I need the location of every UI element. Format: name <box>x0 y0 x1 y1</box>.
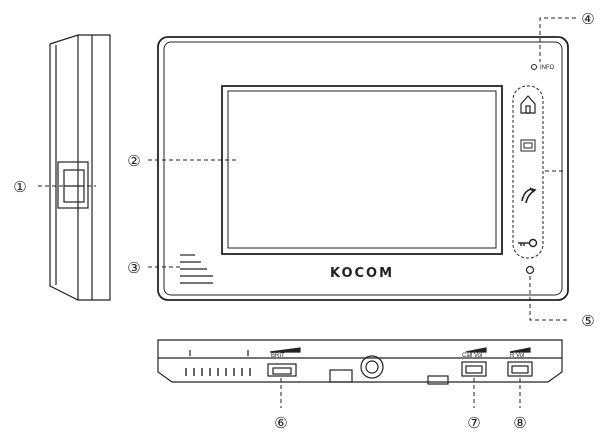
button-panel <box>512 85 544 259</box>
callout-7: ⑦ <box>467 414 480 432</box>
bottom-view <box>157 339 563 385</box>
info-led <box>531 64 537 70</box>
r-vol-label: R Vol <box>510 353 524 359</box>
callout-5: ⑤ <box>581 312 594 330</box>
speaker-grille <box>180 254 213 284</box>
ring-volume-wheel[interactable] <box>507 361 533 377</box>
key-icon[interactable] <box>518 238 538 248</box>
brit-label: BRIT <box>271 353 285 359</box>
brightness-wheel[interactable] <box>267 363 297 377</box>
callout-6: ⑥ <box>274 414 287 432</box>
callout-4: ④ <box>581 10 594 28</box>
brand-logo: KOCOM <box>330 266 394 281</box>
home-icon[interactable] <box>520 95 536 114</box>
info-led-label: INFO <box>540 65 555 71</box>
call-volume-wheel[interactable] <box>461 361 487 377</box>
callout-1: ① <box>13 178 26 196</box>
mount-screw <box>360 355 384 379</box>
phone-icon[interactable] <box>521 187 537 204</box>
callout-8: ⑧ <box>513 414 526 432</box>
front-view: KOCOM INFO <box>157 36 569 301</box>
callout-2: ② <box>127 152 140 170</box>
lcd-screen <box>221 85 503 255</box>
led-indicator <box>525 265 535 275</box>
leader-lines <box>38 17 576 408</box>
callout-3: ③ <box>127 259 140 277</box>
call-vol-label: Call Vol <box>462 353 482 359</box>
monitor-bezel <box>157 36 569 301</box>
side-view <box>49 34 111 301</box>
monitor-icon[interactable] <box>520 139 536 152</box>
